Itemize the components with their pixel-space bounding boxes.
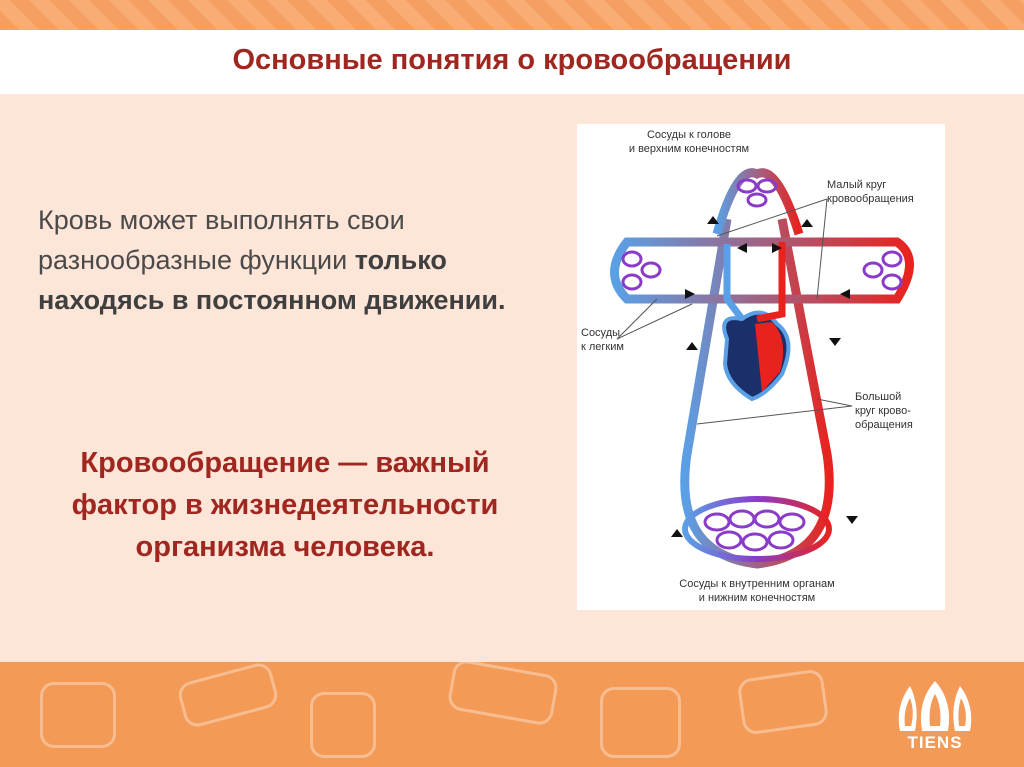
label-lung-1: Сосуды [581,327,620,339]
head-loop [712,168,804,236]
intro-bold-text: только находясь в постоянном движении. [38,245,506,315]
label-small-circle-2: кровообращения [827,193,914,205]
highlight-text: Кровообращение — важный фактор в жизнеде… [71,447,499,563]
tiens-logo-text: TIENS [907,733,963,752]
label-top-1: Сосуды к голове [647,129,731,141]
bottom-decor-band [0,662,1024,767]
tiens-logo [890,676,980,756]
label-small-circle-1: Малый круг [827,179,886,191]
label-big-circle-1: Большой [855,391,901,403]
intro-paragraph: Кровь может выполнять свои разнообразные… [38,200,508,320]
circulation-diagram: Сосуды к голове и верхним конечностям Ма… [577,124,945,610]
systemic-loop [680,218,834,569]
label-big-circle-3: обращения [855,419,913,431]
label-bottom-1: Сосуды к внутренним органам [679,578,834,590]
label-top-2: и верхним конечностям [629,143,749,155]
label-lung-2: к легким [581,341,624,353]
label-big-circle-2: круг крово- [855,405,911,417]
lower-capillary-bed [682,496,832,562]
slide-title: Основные понятия о кровообращении [232,44,792,76]
intro-text: Кровь может выполнять свои разнообразные… [38,205,405,275]
top-decor-band [0,0,1024,30]
pulmonary-bar [610,237,914,304]
label-bottom-2: и нижним конечностям [699,592,815,604]
title-bar [0,30,1024,94]
